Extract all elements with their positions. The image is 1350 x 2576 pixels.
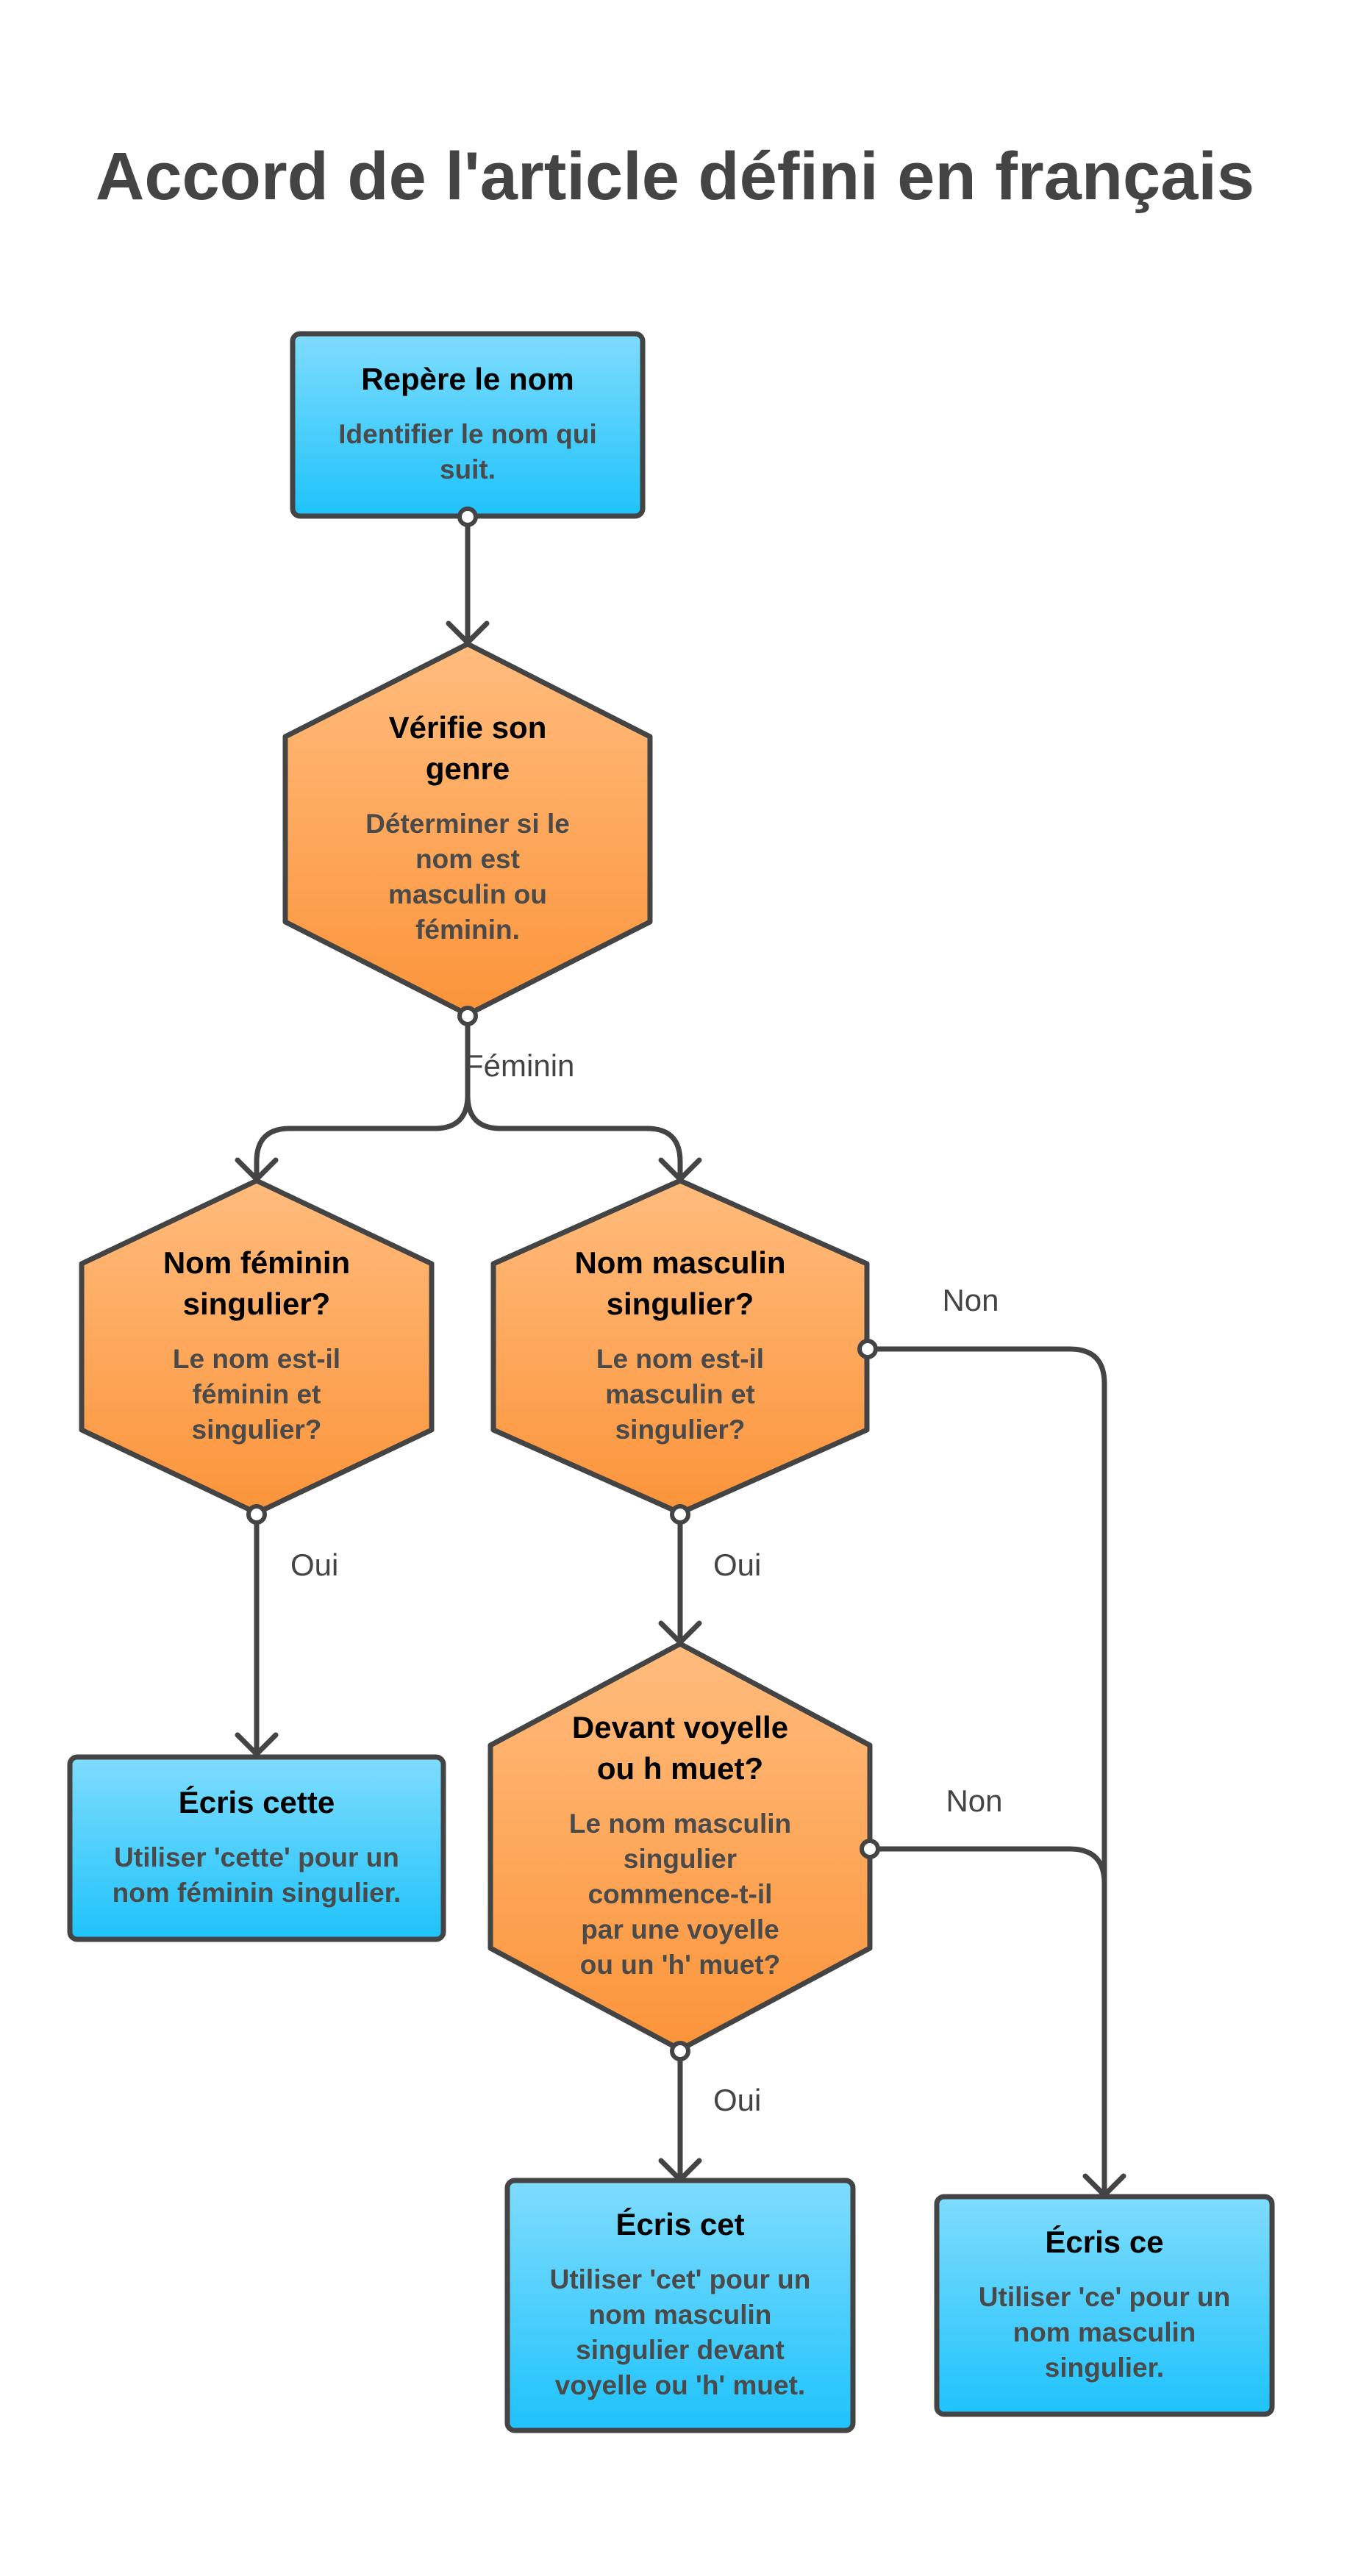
node-title: ou h muet? [597, 1751, 763, 1786]
connector-port [860, 1839, 880, 1859]
node-description: singulier devant [576, 2335, 785, 2365]
node-description: commence-t-il [588, 1879, 773, 1909]
node-description: Utiliser 'cet' pour un [550, 2264, 811, 2294]
edge-devant-voyelle-to-ecris-ce [867, 1846, 1107, 1886]
node-title: Devant voyelle [572, 1710, 788, 1745]
edge-label: Oui [713, 1548, 761, 1582]
connector-port [670, 1504, 690, 1525]
node-description: nom est [415, 844, 520, 874]
connector-port [457, 1006, 478, 1026]
node-description: masculin et [605, 1379, 755, 1409]
node-description: nom féminin singulier. [113, 1878, 401, 1908]
edge-repere-le-nom-to-verifie-son-genre [446, 514, 490, 645]
node-description: singulier. [1045, 2353, 1164, 2383]
node-description: féminin. [415, 915, 520, 945]
node-title: Vérifie son [389, 710, 547, 745]
edge-devant-voyelle-to-ecris-cet [658, 2048, 702, 2183]
edge-verifie-son-genre-to-nom-feminin-singulier [235, 1013, 471, 1182]
connector-port [857, 1339, 878, 1359]
node-description: Le nom est-il [173, 1344, 340, 1374]
node-description: singulier? [192, 1414, 322, 1445]
edge-nom-masculin-singulier-to-ecris-ce [865, 1346, 1126, 2198]
node-description: nom masculin [589, 2300, 772, 2330]
node-title: Nom masculin [574, 1245, 785, 1280]
node-devant-voyelle: Devant voyelle ou h muet? Le nom masculin s… [488, 1641, 873, 2053]
arrowhead-icon [235, 1732, 279, 1757]
node-description: suit. [440, 454, 496, 484]
node-description: singulier? [615, 1414, 746, 1445]
connector-line [865, 1346, 1107, 2194]
node-title: singulier? [183, 1287, 331, 1321]
edge-label: Non [942, 1283, 999, 1317]
node-title: Écris ce [1045, 2225, 1163, 2259]
connector-port [457, 507, 478, 527]
process-box [504, 2178, 856, 2433]
node-title: genre [426, 751, 510, 786]
node-description: Identifier le nom qui [338, 419, 597, 449]
connector-line [867, 1846, 1107, 1886]
node-title: Nom féminin [163, 1245, 350, 1280]
node-description: Déterminer si le [365, 809, 570, 839]
node-description: Utiliser 'cette' pour un [114, 1842, 399, 1872]
edge-nom-feminin-singulier-to-ecris-cette [235, 1511, 279, 1757]
node-title: Écris cette [179, 1785, 335, 1820]
node-description: Le nom est-il [596, 1344, 764, 1374]
connector-port [670, 2041, 690, 2061]
process-box [67, 1754, 446, 1942]
connector-line [465, 1013, 683, 1179]
node-description: féminin et [193, 1379, 321, 1409]
node-description: Le nom masculin [569, 1808, 791, 1839]
node-nom-feminin-singulier: Nom féminin singulier? Le nom est-il fémini… [79, 1178, 435, 1516]
process-box [934, 2194, 1275, 2417]
node-description: par une voyelle [581, 1914, 779, 1944]
edge-label: Oui [290, 1548, 338, 1582]
node-description: ou un 'h' muet? [580, 1950, 780, 1980]
node-nom-masculin-singulier: Nom masculin singulier? Le nom est-il mascu… [490, 1178, 870, 1516]
node-title: singulier? [607, 1287, 754, 1321]
node-ecris-ce: Écris ce Utiliser 'ce' pour un nom masculi… [934, 2194, 1275, 2417]
node-description: voyelle ou 'h' muet. [555, 2370, 805, 2400]
node-title: Écris cet [615, 2207, 744, 2242]
edge-nom-masculin-singulier-to-devant-voyelle [658, 1511, 702, 1645]
ports-layer [246, 507, 880, 2061]
edge-label: Oui [713, 2083, 761, 2117]
page-title: Accord de l'article défini en français [95, 139, 1255, 214]
node-description: masculin ou [388, 879, 547, 909]
node-description: Utiliser 'ce' pour un [979, 2282, 1230, 2312]
connector-line [254, 1013, 471, 1179]
edge-label: Non [946, 1783, 1002, 1818]
node-description: nom masculin [1013, 2317, 1196, 2347]
node-title: Repère le nom [361, 362, 574, 396]
node-description: singulier [624, 1844, 737, 1874]
connector-port [246, 1504, 267, 1525]
edge-label: Féminin [465, 1048, 574, 1083]
edge-verifie-son-genre-to-nom-masculin-singulier [465, 1013, 702, 1182]
